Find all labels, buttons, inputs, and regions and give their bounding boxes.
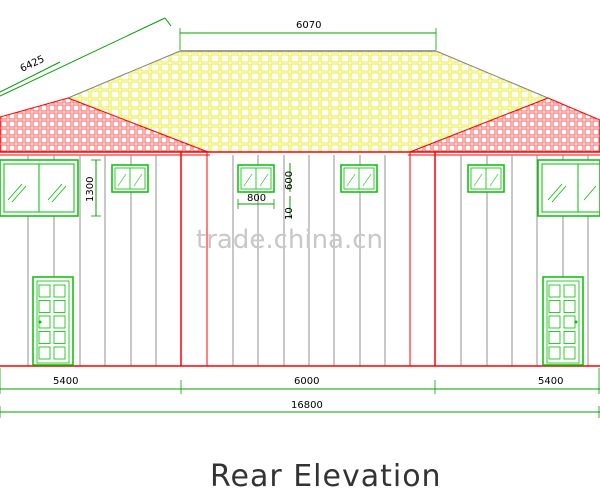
roof-slope-label: 6425 xyxy=(19,54,47,75)
small-window-2 xyxy=(237,164,275,193)
small-window-height-label: 600 xyxy=(284,171,295,190)
window-height-label: 1300 xyxy=(85,177,96,202)
door-panel xyxy=(53,284,66,298)
door-left xyxy=(32,276,74,366)
window-height-dimension: 1300 xyxy=(85,159,101,217)
door-panel xyxy=(563,346,576,360)
roof-ridge-label: 6070 xyxy=(296,20,321,31)
door-panel xyxy=(548,331,561,344)
door-panel xyxy=(563,300,576,313)
door-panel xyxy=(53,300,66,313)
door-panel xyxy=(563,284,576,298)
bay-dimensions: 5400 6000 5400 xyxy=(0,368,600,394)
door-panel xyxy=(563,331,576,344)
door-panel xyxy=(548,346,561,360)
small-window-4 xyxy=(467,164,505,193)
bay-right-label: 5400 xyxy=(538,376,563,387)
door-panel xyxy=(53,315,66,329)
drawing-title: Rear Elevation xyxy=(210,459,442,494)
large-window-right xyxy=(537,159,600,217)
door-panel xyxy=(548,300,561,313)
bay-center-label: 6000 xyxy=(294,376,319,387)
door-panel xyxy=(53,346,66,360)
door-panel xyxy=(53,331,66,344)
watermark-text: trade.china.cn xyxy=(196,225,383,255)
small-window-height-dimension: 600 10 xyxy=(284,163,295,220)
small-window-3 xyxy=(340,164,378,193)
roof-ridge-dimension: 6070 xyxy=(179,20,437,50)
sill-mark-label: 10 xyxy=(284,207,295,220)
door-panel xyxy=(38,284,51,298)
bay-left-label: 5400 xyxy=(53,376,78,387)
window-width-dimension: 800 xyxy=(237,193,275,209)
small-window-1 xyxy=(111,164,149,193)
total-dimension: 16800 xyxy=(0,400,600,418)
door-right xyxy=(542,276,584,366)
door-panel xyxy=(38,331,51,344)
door-panel xyxy=(548,284,561,298)
window-width-label: 800 xyxy=(247,193,266,204)
right-gable-roof xyxy=(409,97,600,153)
door-panel xyxy=(38,300,51,313)
door-panel xyxy=(548,315,561,329)
total-label: 16800 xyxy=(291,400,323,411)
door-panel xyxy=(38,346,51,360)
large-window-left xyxy=(0,159,79,217)
